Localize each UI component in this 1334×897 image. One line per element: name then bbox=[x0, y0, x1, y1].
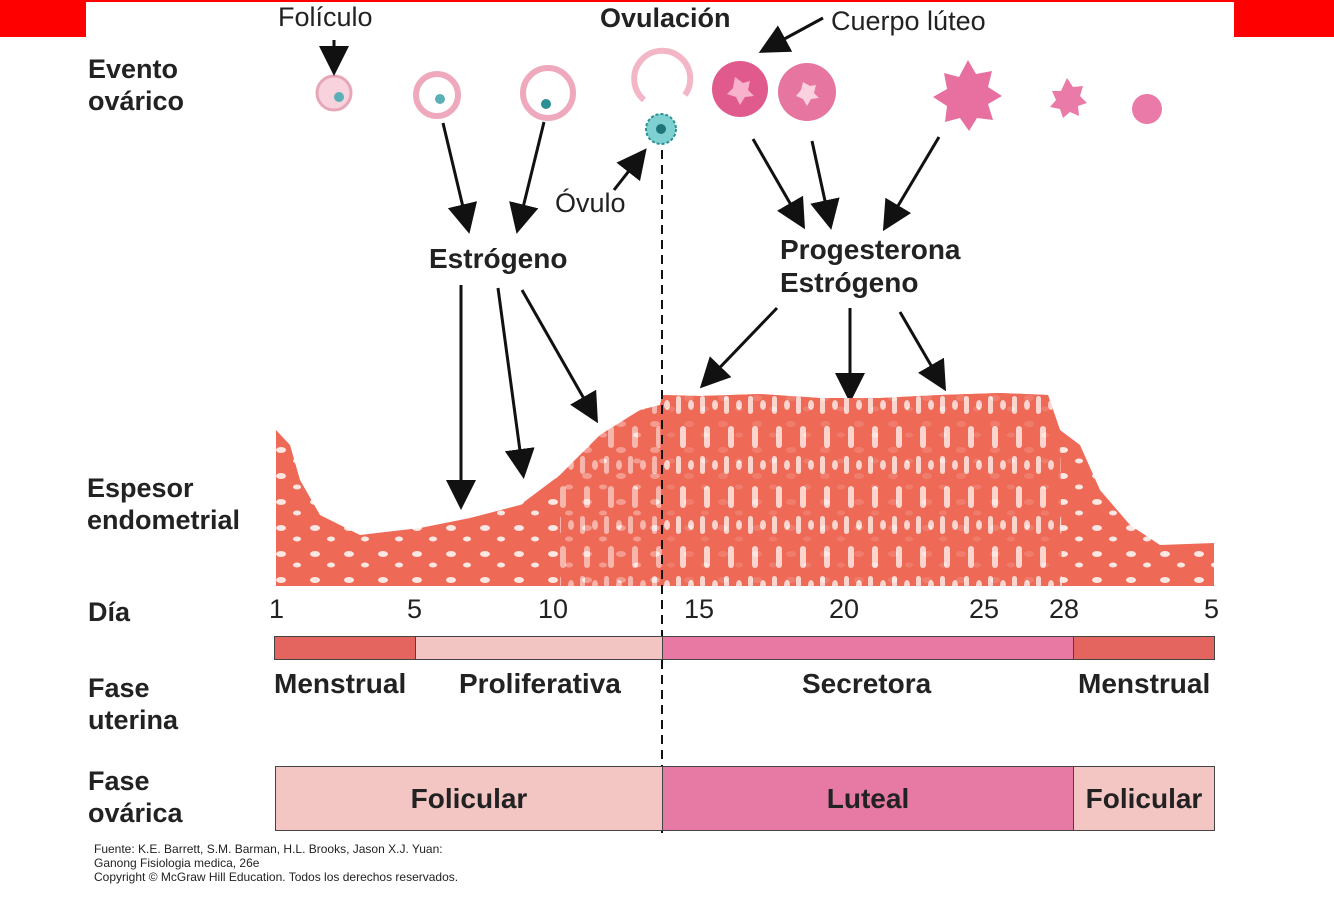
row-label-day: Día bbox=[88, 597, 131, 627]
day-tick: 25 bbox=[969, 594, 1000, 624]
arrow-cl-to-progesterone-2 bbox=[810, 140, 840, 230]
label-ovulation: Ovulación bbox=[600, 3, 731, 33]
corpus-luteum-early bbox=[712, 61, 768, 117]
label-follicle: Folículo bbox=[278, 2, 373, 32]
label-corpus-luteum: Cuerpo lúteo bbox=[831, 6, 986, 36]
band-proliferative bbox=[415, 636, 663, 660]
phase-menstrual: Menstrual bbox=[274, 668, 407, 699]
source-citation: Fuente: K.E. Barrett, S.M. Barman, H.L. … bbox=[94, 842, 459, 884]
label-estrogen: Estrógeno bbox=[429, 243, 568, 274]
top-border-line bbox=[86, 0, 1234, 2]
ovarian-phase-follicular-next: Folicular bbox=[1073, 766, 1215, 831]
day-tick: 5 bbox=[1204, 594, 1220, 624]
band-menstrual bbox=[274, 636, 416, 660]
day-tick: 1 bbox=[269, 594, 285, 624]
phase-proliferative: Proliferativa bbox=[459, 668, 621, 699]
ruptured-follicle bbox=[631, 47, 694, 103]
top-left-red-bar bbox=[0, 0, 86, 37]
ovum-icon bbox=[645, 113, 677, 145]
band-menstrual-next bbox=[1073, 636, 1215, 660]
corpus-luteum-regressing bbox=[933, 60, 1002, 131]
arrow-follicle-to-estrogen-1 bbox=[441, 122, 478, 234]
day-tick: 5 bbox=[407, 594, 423, 624]
arrow-estrogen-endometrium-2 bbox=[496, 287, 535, 479]
label-estrogen-luteal: Estrógeno bbox=[780, 267, 919, 298]
corpus-albicans bbox=[1132, 94, 1162, 124]
corpus-albicans-small bbox=[1050, 78, 1087, 118]
ovarian-phase-follicular: Folicular bbox=[275, 766, 663, 831]
band-secretory bbox=[662, 636, 1074, 660]
arrow-cl-to-progesterone-1 bbox=[751, 138, 805, 230]
day-tick: 20 bbox=[829, 594, 860, 624]
arrow-progesterone-endometrium-1 bbox=[699, 306, 779, 389]
day-tick: 28 bbox=[1049, 594, 1080, 624]
endometrial-thickness bbox=[276, 393, 1214, 586]
arrow-ovum bbox=[612, 148, 647, 191]
label-progesterone: Progesterona bbox=[780, 234, 961, 265]
arrow-corpus-luteum bbox=[758, 16, 824, 53]
follicle-tertiary bbox=[520, 65, 576, 121]
corpus-luteum-mature bbox=[778, 63, 836, 121]
day-tick: 10 bbox=[538, 594, 569, 624]
arrow-estrogen-endometrium-3 bbox=[520, 289, 598, 424]
ovarian-phase-luteal: Luteal bbox=[662, 766, 1074, 831]
follicle-primary bbox=[315, 74, 353, 112]
top-right-red-bar bbox=[1234, 0, 1334, 37]
arrow-follicle-to-estrogen-2 bbox=[509, 121, 546, 234]
arrows bbox=[319, 16, 947, 510]
arrow-progesterone-endometrium-3 bbox=[898, 311, 947, 392]
label-ovum: Óvulo bbox=[555, 188, 626, 218]
phase-secretory: Secretora bbox=[802, 668, 932, 699]
day-tick: 15 bbox=[684, 594, 715, 624]
phase-menstrual-next: Menstrual bbox=[1078, 668, 1211, 699]
follicle-secondary bbox=[413, 71, 461, 119]
arrow-cl-to-progesterone-3 bbox=[882, 136, 941, 232]
